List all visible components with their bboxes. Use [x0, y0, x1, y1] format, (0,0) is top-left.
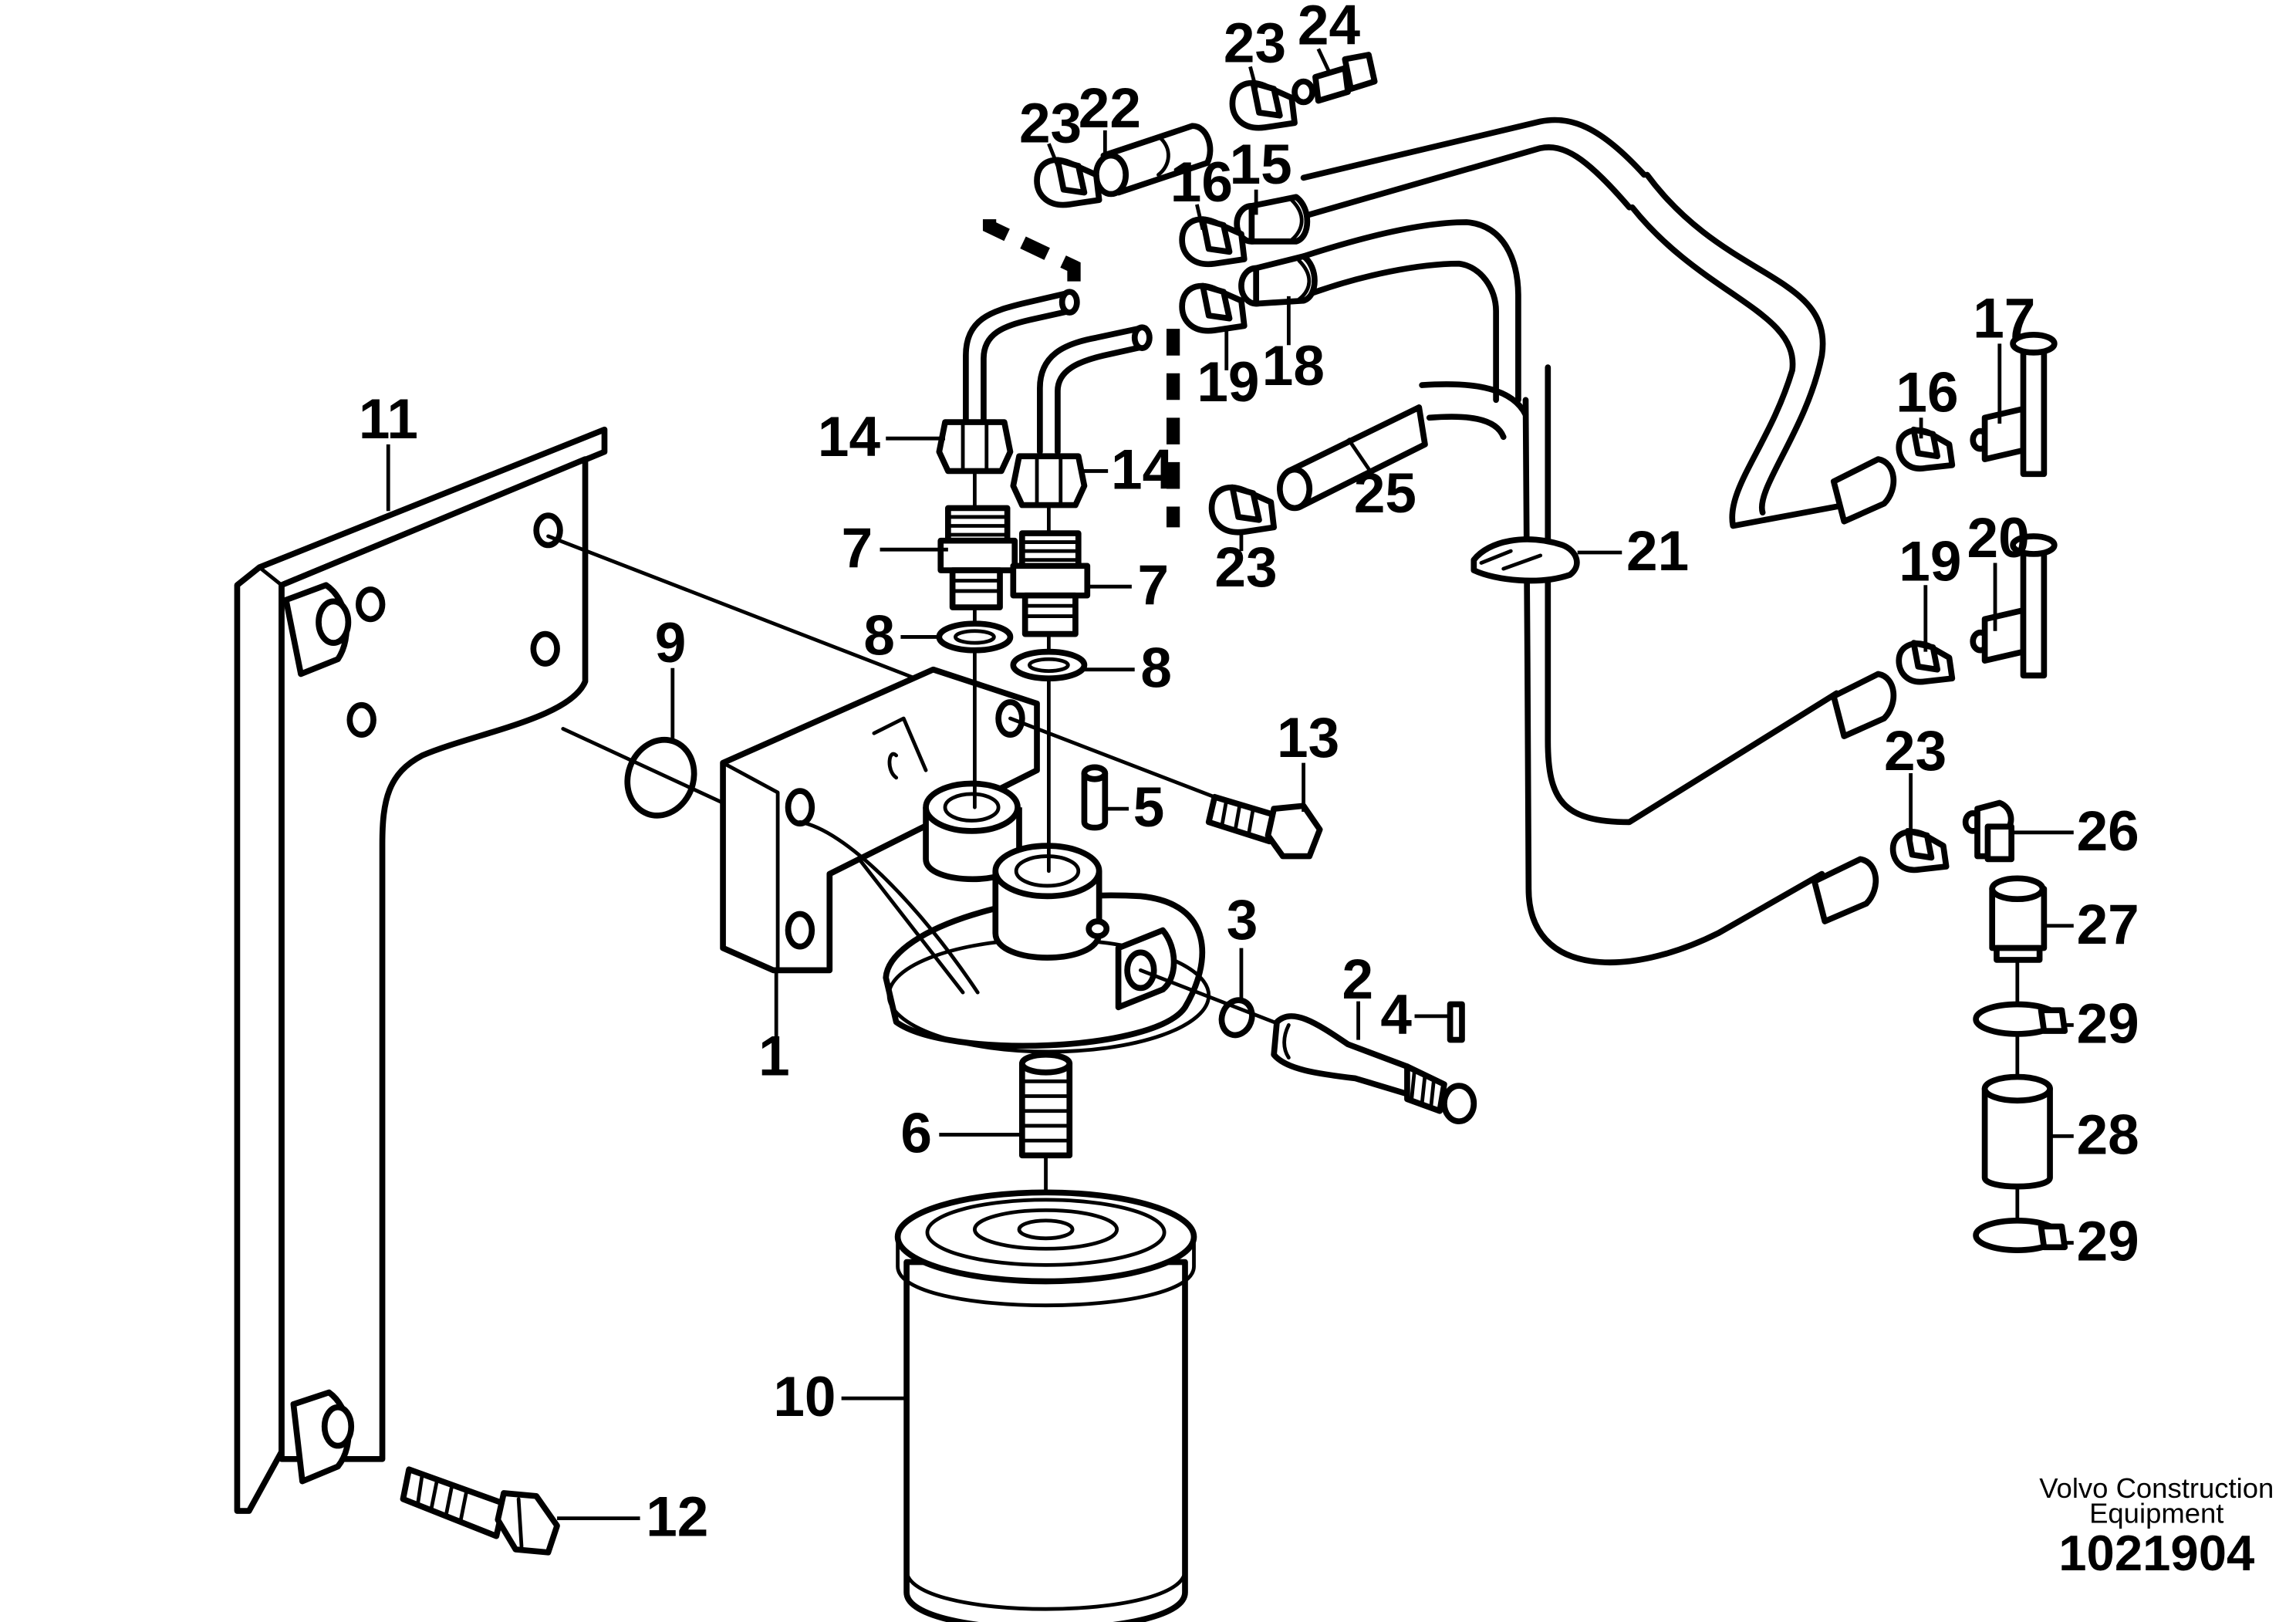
hose-18	[1238, 219, 1521, 404]
hose-clamp-16-top	[1179, 216, 1248, 268]
hose-clamp-23-top-right	[1229, 79, 1298, 131]
hose-clamp-23-middle	[1208, 484, 1278, 536]
callout-8-left: 8	[863, 604, 895, 667]
callout-18: 18	[1262, 335, 1325, 397]
callout-10: 10	[773, 1366, 836, 1428]
callout-16-top: 16	[1170, 151, 1233, 214]
brand-line-2: Equipment	[2089, 1497, 2223, 1529]
callout-23-middle: 23	[1214, 536, 1277, 599]
callout-19-right: 19	[1899, 530, 1961, 593]
callout-25: 25	[1354, 462, 1416, 525]
mounting-bracket	[234, 426, 608, 1514]
hose-15	[1234, 117, 1840, 529]
callout-7-left: 7	[842, 517, 873, 580]
callout-27: 27	[2077, 894, 2139, 956]
callout-29-upper: 29	[2077, 992, 2139, 1055]
callout-14-right: 14	[1111, 438, 1174, 501]
callout-19-top: 19	[1197, 351, 1259, 414]
oil-filter-10	[894, 1189, 1197, 1622]
callout-28: 28	[2077, 1103, 2139, 1166]
hose-clamp-19-top	[1179, 282, 1248, 334]
tee-connector-17	[1970, 331, 2058, 478]
callout-8-right: 8	[1140, 637, 1172, 700]
callout-1: 1	[758, 1026, 790, 1088]
adapter-27	[1989, 875, 2048, 963]
filter-head-housing	[720, 666, 1211, 1054]
callout-14-left: 14	[818, 406, 881, 468]
callout-15: 15	[1230, 133, 1292, 196]
pin-4	[1447, 1001, 1465, 1043]
nipple-6	[1018, 1051, 1073, 1159]
callout-26: 26	[2077, 800, 2139, 863]
callout-16-right: 16	[1896, 362, 1958, 424]
callout-24: 24	[1298, 0, 1361, 57]
callout-23-top-left: 23	[1019, 92, 1082, 154]
clip-21	[1470, 536, 1580, 584]
callout-3: 3	[1227, 889, 1258, 951]
elbow-26	[1962, 799, 2014, 863]
callout-9: 9	[655, 612, 687, 674]
callout-6: 6	[900, 1102, 932, 1164]
callout-5: 5	[1133, 776, 1165, 839]
dashed-connection-upper	[982, 219, 1081, 285]
screw-5	[1081, 764, 1109, 831]
hose-22	[1092, 123, 1214, 198]
hose-clamp-23-top-left	[1034, 157, 1102, 208]
hose-end-19	[1830, 671, 1897, 739]
callout-leaders	[386, 48, 2074, 1521]
hose-clamp-29-upper	[1973, 1001, 2068, 1037]
banjo-bolt-24	[1292, 52, 1378, 106]
o-ring-9	[624, 736, 697, 819]
adapter-7-left	[937, 505, 1018, 610]
adapter-7-right	[1010, 530, 1091, 637]
hose-end-23	[1811, 856, 1879, 924]
washer-8-left	[936, 620, 1014, 654]
drawing-number: 1021904	[2058, 1525, 2254, 1581]
pipe-14-right	[1010, 324, 1153, 509]
callout-12: 12	[646, 1486, 708, 1549]
hose-clamp-29-lower	[1973, 1217, 2068, 1254]
callout-17: 17	[1973, 288, 2035, 350]
brand-line-1: Volvo Construction	[2039, 1472, 2274, 1504]
callout-2: 2	[1342, 948, 1373, 1011]
bolt-12	[400, 1466, 560, 1556]
hose-clamp-23-right	[1889, 828, 1950, 874]
callout-21: 21	[1626, 520, 1689, 583]
callout-11: 11	[359, 388, 418, 451]
drawing-footer: Volvo Construction Equipment 1021904	[2039, 1472, 2274, 1581]
callout-23-top-right: 23	[1224, 12, 1286, 75]
washer-8-right	[1010, 648, 1088, 682]
callout-22: 22	[1079, 77, 1141, 140]
callout-23-right: 23	[1884, 720, 1947, 782]
callout-7-right: 7	[1138, 554, 1170, 617]
pipe-14-left	[936, 289, 1080, 475]
hose-28	[1981, 1073, 2053, 1190]
sensor-2	[1271, 1012, 1477, 1125]
hose-end-16	[1830, 456, 1897, 525]
callout-labels: 1 2 3 4 5 6 7 7 8 8 9 10 11 12 13 14 14 …	[359, 0, 2139, 1549]
callout-20: 20	[1967, 507, 2030, 569]
callout-4: 4	[1380, 984, 1412, 1046]
callout-13: 13	[1277, 707, 1339, 769]
hose-25	[1277, 404, 1428, 512]
hose-clamp-16-right	[1896, 426, 1956, 472]
callout-29-lower: 29	[2077, 1211, 2139, 1273]
